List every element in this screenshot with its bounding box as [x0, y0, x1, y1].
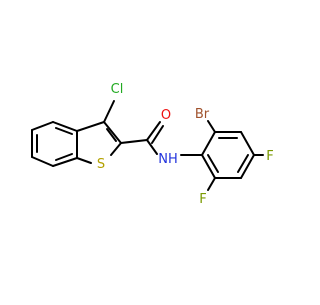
atom-label-nitrogen: NH: [158, 152, 178, 167]
atom-label-fluorine-ortho: F: [199, 192, 206, 207]
bond: [31, 156, 54, 167]
bond: [237, 154, 249, 173]
bond: [207, 120, 216, 133]
bond: [52, 157, 78, 167]
bond: [240, 154, 255, 179]
bond: [240, 131, 255, 156]
bond: [31, 121, 54, 131]
atom-label-fluorine-para: F: [266, 149, 273, 164]
atom-label-oxygen: O: [161, 108, 171, 123]
bond: [52, 121, 78, 132]
bond: [55, 153, 73, 161]
bond: [201, 131, 216, 156]
atom-labels: Cl S O NH Br F F: [97, 82, 274, 207]
molecule-structure-diagram: Cl S O NH Br F F: [31, 82, 274, 207]
bond: [103, 100, 115, 123]
atom-label-chlorine: Cl: [111, 82, 124, 97]
bond: [146, 121, 161, 141]
bond: [110, 142, 122, 156]
bond: [76, 121, 105, 132]
structure-canvas: Cl S O NH Br F F: [31, 82, 274, 207]
bond: [76, 157, 92, 164]
atom-label-bromine: Br: [195, 107, 210, 122]
bond: [55, 127, 73, 135]
bond: [120, 139, 148, 144]
bond: [146, 139, 158, 155]
bond: [201, 154, 216, 179]
bond-lines: [31, 100, 264, 191]
bond: [103, 121, 122, 144]
bond: [207, 177, 216, 191]
atom-label-sulfur: S: [97, 157, 105, 172]
bond: [207, 154, 219, 173]
bond: [151, 125, 164, 144]
bond: [106, 128, 117, 142]
